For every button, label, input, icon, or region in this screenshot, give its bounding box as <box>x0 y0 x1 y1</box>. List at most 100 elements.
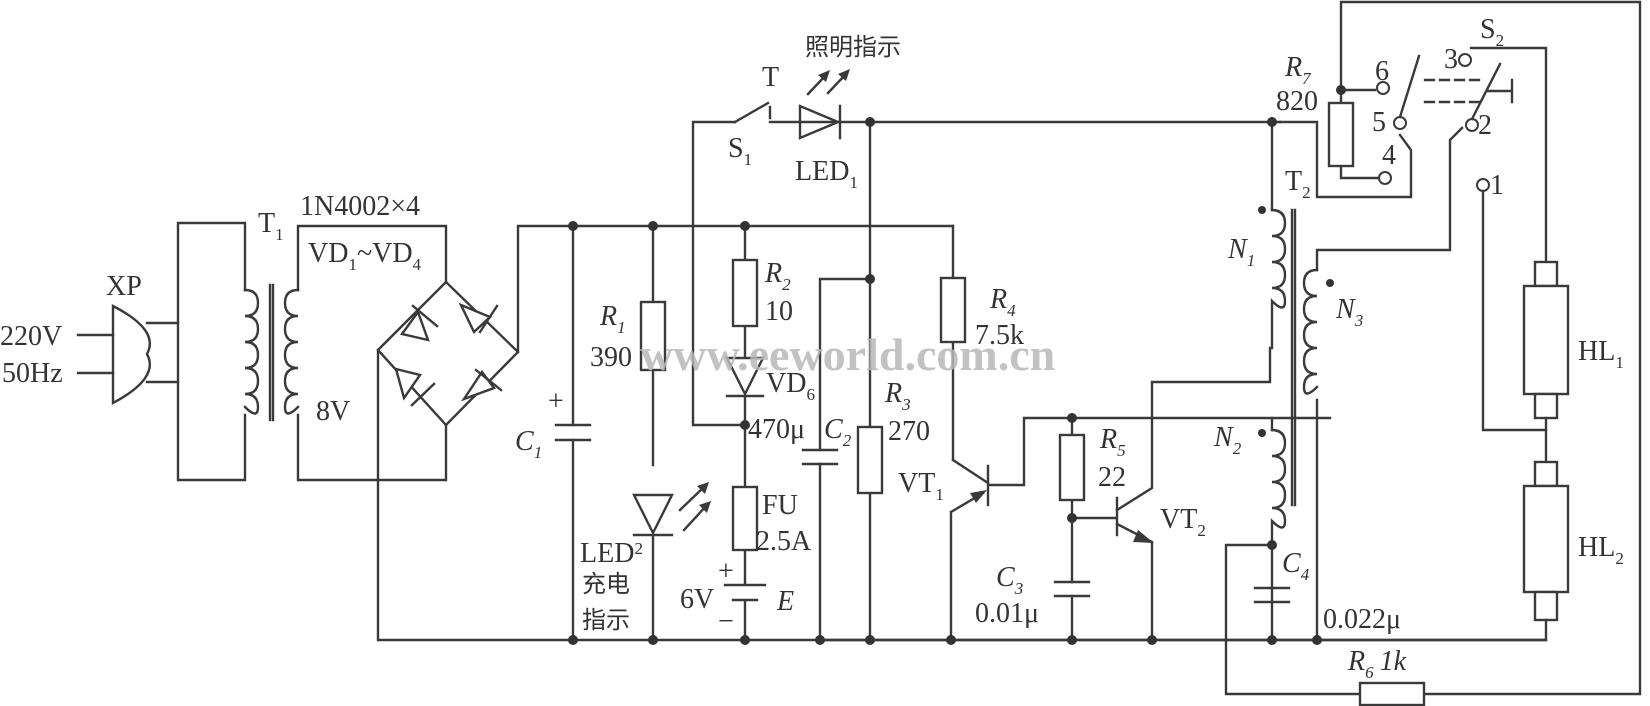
svg-text:N1: N1 <box>1227 234 1255 270</box>
s2-pin-4 <box>1378 171 1392 185</box>
r5-value: 22 <box>1098 462 1126 493</box>
r1-value: 390 <box>590 342 632 373</box>
c3-value: 0.01μ <box>975 598 1039 629</box>
fuse-fu: FU 2.5A <box>731 423 812 585</box>
led2-charging-indicator: LED2 充电 指示 <box>580 482 711 642</box>
resistor-r2: R2 10 <box>731 224 793 360</box>
svg-text:4: 4 <box>1382 140 1396 171</box>
svg-text:LED2: LED2 <box>580 538 643 569</box>
t1-secondary-coil <box>283 288 300 415</box>
s1-label: S <box>728 133 744 164</box>
capacitor-c4: C4 0.022μ <box>1224 0 1642 696</box>
svg-text:HL2: HL2 <box>1578 532 1624 568</box>
diode-vd1 <box>399 304 439 342</box>
n2-label: N <box>1213 422 1234 453</box>
c3-label: C <box>996 562 1015 593</box>
hl2-label: HL <box>1578 532 1615 563</box>
lamp-hl2[interactable]: HL2 <box>818 460 1624 642</box>
svg-text:−: − <box>718 606 734 637</box>
fuse-value: 2.5A <box>756 526 812 557</box>
led2-caption-1: 充电 <box>582 570 630 598</box>
capacitor-c2: 470μ C2 <box>748 277 872 642</box>
t2-n1-coil <box>1270 208 1287 350</box>
s2-pin-6 <box>1376 81 1390 95</box>
svg-text:HL1: HL1 <box>1578 336 1624 372</box>
capacitor-c3: C3 0.01μ <box>975 516 1091 642</box>
plug-label: XP <box>106 271 142 302</box>
svg-text:5: 5 <box>1372 107 1386 138</box>
svg-text:R7: R7 <box>1284 52 1312 88</box>
svg-text:2: 2 <box>1478 110 1492 141</box>
resistor-r7: R7 820 <box>1276 52 1413 199</box>
svg-text:6: 6 <box>1375 56 1389 87</box>
transistor-vt1: VT1 <box>898 416 1332 642</box>
s1-contact-label: T <box>762 62 779 93</box>
svg-text:VD1~VD4: VD1~VD4 <box>308 238 422 274</box>
led2-label: LED <box>580 538 634 569</box>
svg-text:C4: C4 <box>1282 548 1310 584</box>
r6-label: R <box>1347 646 1365 677</box>
r2-label: R <box>764 258 782 289</box>
mains-voltage-label: 220V <box>0 321 62 352</box>
led1-lighting-indicator: 照明指示 LED1 <box>795 33 1282 192</box>
r1-label: R <box>599 301 617 332</box>
svg-text:VT2: VT2 <box>1160 504 1206 540</box>
r7-value: 820 <box>1276 86 1318 117</box>
vt2-label: VT <box>1160 504 1197 535</box>
junction-dots <box>568 85 1346 645</box>
r2-value: 10 <box>765 296 793 327</box>
svg-text:T2: T2 <box>1285 166 1311 202</box>
svg-text:N2: N2 <box>1213 422 1242 458</box>
bridge-part-label: 1N4002×4 <box>300 191 420 222</box>
diode-vd3 <box>394 367 436 407</box>
svg-text:T1: T1 <box>258 208 284 244</box>
r7-label: R <box>1284 52 1302 83</box>
battery-voltage: 6V <box>680 584 714 615</box>
diode-vd4 <box>460 368 503 402</box>
t2-n3-coil <box>1302 268 1319 395</box>
svg-text:3: 3 <box>1444 44 1458 75</box>
battery-e: + − 6V E <box>680 556 794 642</box>
switch-s1[interactable]: T S1 <box>728 62 802 169</box>
svg-text:N3: N3 <box>1335 294 1363 330</box>
svg-text:C1: C1 <box>515 426 542 462</box>
t1-label: T <box>258 208 275 239</box>
bridge-label: VD <box>308 238 348 269</box>
led1-label: LED <box>795 156 849 187</box>
s2-label: S <box>1480 14 1496 45</box>
resistor-r5: R5 22 <box>1058 416 1126 520</box>
resistor-r1: R1 390 <box>590 224 667 467</box>
svg-text:1: 1 <box>1490 170 1504 201</box>
svg-text:R4: R4 <box>989 284 1016 320</box>
hl1-label: HL <box>1578 336 1615 367</box>
r3-label: R <box>884 378 902 409</box>
resistor-r4: R4 7.5k <box>939 224 1024 462</box>
lamp-hl1[interactable]: HL1 <box>1522 260 1624 432</box>
mains-input: 220V 50Hz XP <box>0 271 180 405</box>
battery-label: E <box>776 586 794 617</box>
vd6-label: VD <box>766 368 806 399</box>
switch-s2[interactable]: S2 3 6 5 4 2 1 <box>1372 14 1548 464</box>
mains-freq-label: 50Hz <box>2 358 63 389</box>
s2-pin-2 <box>1465 118 1479 132</box>
svg-text:R5: R5 <box>1099 424 1126 460</box>
svg-text:+: + <box>718 556 734 587</box>
r4-value: 7.5k <box>975 320 1024 351</box>
s2-pin-1 <box>1476 178 1490 192</box>
c1-label: C <box>515 426 534 457</box>
resistor-r3: R3 270 <box>856 120 930 642</box>
n1-label: N <box>1227 234 1248 265</box>
t2-core <box>1290 208 1297 507</box>
t1-secondary-voltage: 8V <box>316 396 350 427</box>
led2-caption-2: 指示 <box>582 606 630 634</box>
fuse-label: FU <box>762 490 798 521</box>
capacitor-c1: + C1 <box>515 224 592 642</box>
plug-xp <box>111 304 152 405</box>
c4-label: C <box>1282 548 1301 579</box>
t1-core <box>268 283 275 422</box>
t1-primary-coil <box>243 288 260 415</box>
svg-text:+: + <box>548 386 564 417</box>
